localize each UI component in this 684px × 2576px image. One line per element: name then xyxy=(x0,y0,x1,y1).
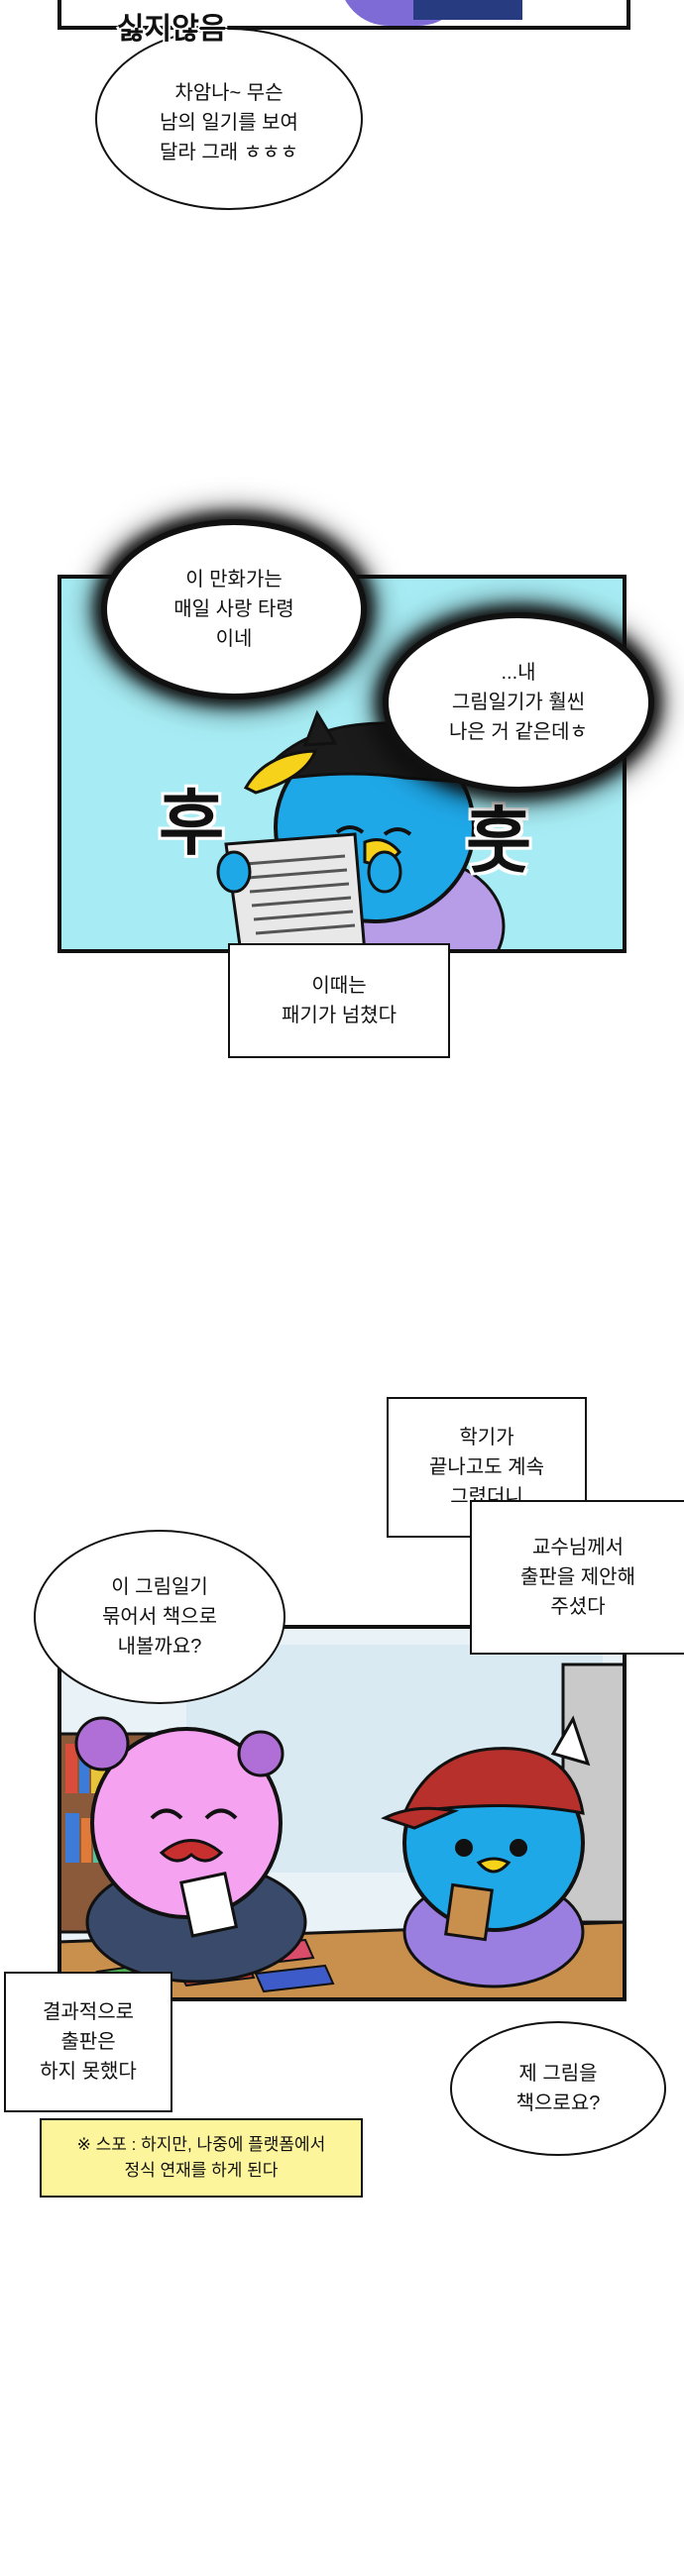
mustache xyxy=(159,1839,224,1863)
red-cap xyxy=(401,1747,585,1815)
sfx-hu: 후 xyxy=(159,782,225,865)
newspaper-icon xyxy=(224,832,367,949)
top-panel-fragment xyxy=(57,0,630,30)
office-scene xyxy=(61,1645,623,1997)
thought-bubble-right: ...내 그림일기가 훨씬 나은 거 같은데ㅎ xyxy=(389,618,648,787)
sfx-hut: 훗 xyxy=(466,800,532,883)
partial-text-sikjianeum: 싫지않음 xyxy=(117,13,227,46)
caption-box-paegi: 이때는 패기가 넘쳤다 xyxy=(228,943,450,1058)
caption-box-result: 결과적으로 출판은 하지 못했다 xyxy=(4,1972,172,2112)
newspaper-scene xyxy=(216,709,506,949)
caption-box-hakgi: 학기가 끝나고도 계속 그렸더니 xyxy=(387,1397,587,1538)
speech-bubble-professor: 이 그림일기 묶어서 책으로 내볼까요? xyxy=(34,1530,285,1704)
caption-box-gyosunim: 교수님께서 출판을 제안해 주셨다 xyxy=(470,1500,684,1655)
speech-bubble-top: 차암나~ 무슨 남의 일기를 보여 달라 그래 ㅎㅎㅎ xyxy=(95,28,363,210)
professor-head xyxy=(90,1727,283,1919)
spoiler-note: ※ 스포 : 하지만, 나중에 플랫폼에서 정식 연재를 하게 된다 xyxy=(40,2118,363,2198)
speech-bubble-student: 제 그림을 책으로요? xyxy=(450,2021,666,2156)
top-shirt-fragment xyxy=(413,0,522,20)
thought-bubble-left: 이 만화가는 매일 사랑 타령 이네 xyxy=(107,525,361,694)
